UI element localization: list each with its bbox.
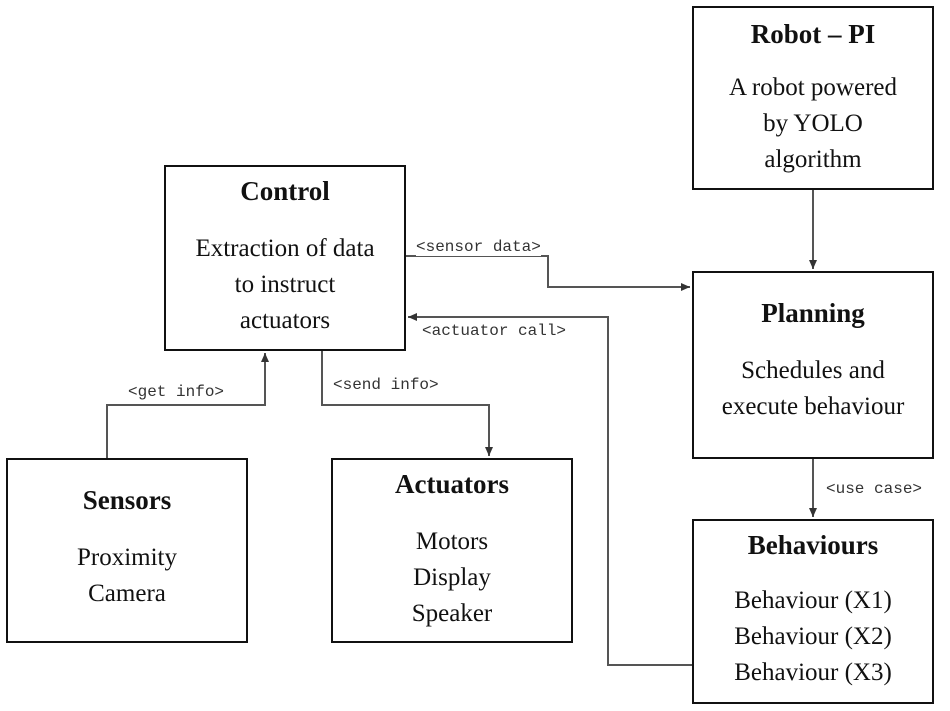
robot-pi-line: A robot powered [728,74,898,101]
connector-control-to-actuators [321,351,493,456]
robot-pi-title: Robot – PI [750,19,876,49]
control-box: Control Extraction of data to instruct a… [164,165,406,351]
behaviour-item: Behaviour (X1) [734,587,892,614]
robot-pi-line: by YOLO [763,110,863,137]
connector-control-to-planning [406,255,690,291]
planning-line: Schedules and [741,357,885,384]
control-line: to instruct [234,271,336,298]
planning-line: execute behaviour [721,393,905,420]
behaviour-item: Behaviour (X3) [734,659,892,686]
connector-sensors-to-control [106,353,269,458]
control-title: Control [240,176,330,206]
actuator-item: Display [413,564,491,591]
behaviours-title: Behaviours [747,530,879,560]
planning-description: Schedules and execute behaviour [694,353,932,425]
actuators-list: Motors Display Speaker [333,524,571,632]
actuator-item: Motors [415,528,489,555]
planning-title: Planning [761,298,865,328]
sensors-title: Sensors [82,485,172,515]
robot-pi-line: algorithm [764,146,862,173]
edge-label-actuator-call: <actuator call> [422,322,567,340]
edge-label-send-info: <send info> [333,376,439,394]
behaviours-box: Behaviours Behaviour (X1) Behaviour (X2)… [692,519,934,704]
actuators-title: Actuators [395,469,509,499]
control-description: Extraction of data to instruct actuators [166,231,404,339]
connector-behaviours-to-control [408,313,692,666]
edge-label-sensor-data: <sensor data> [416,238,541,256]
actuators-box: Actuators Motors Display Speaker [331,458,573,643]
planning-box: Planning Schedules and execute behaviour [692,271,934,459]
behaviour-item: Behaviour (X2) [734,623,892,650]
edge-label-use-case: <use case> [826,480,923,498]
sensor-item: Camera [88,580,166,607]
behaviours-list: Behaviour (X1) Behaviour (X2) Behaviour … [694,583,932,691]
sensors-list: Proximity Camera [8,540,246,612]
robot-pi-box: Robot – PI A robot powered by YOLO algor… [692,6,934,190]
control-line: Extraction of data [195,235,375,262]
sensors-box: Sensors Proximity Camera [6,458,248,643]
actuator-item: Speaker [411,600,493,627]
control-line: actuators [239,307,331,334]
edge-label-get-info: <get info> [128,383,225,401]
sensor-item: Proximity [76,544,177,571]
robot-pi-description: A robot powered by YOLO algorithm [694,70,932,178]
